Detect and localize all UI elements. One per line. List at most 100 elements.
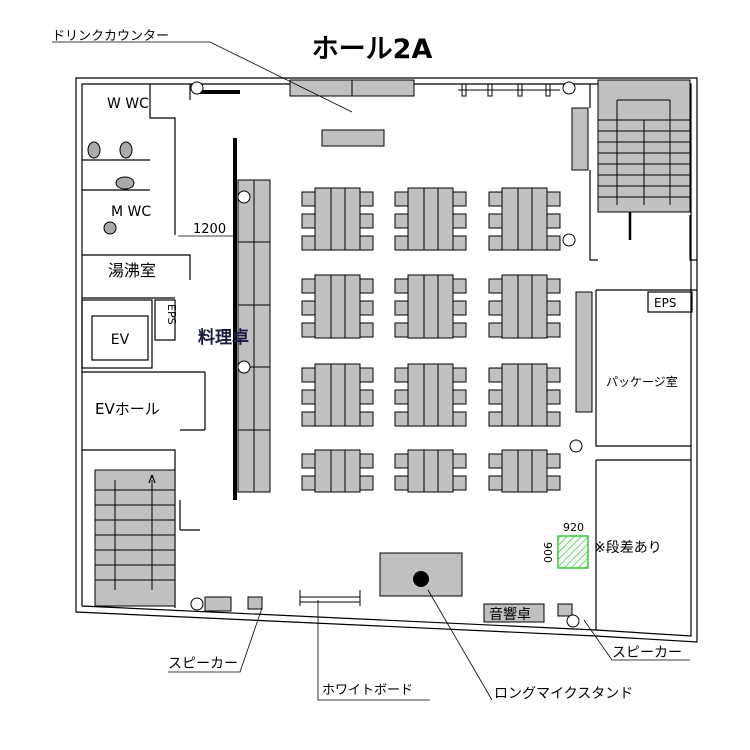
chair xyxy=(546,300,561,316)
chair xyxy=(301,191,316,207)
chair xyxy=(301,235,316,251)
chair xyxy=(359,278,374,294)
chair xyxy=(359,322,374,338)
chair xyxy=(359,475,374,491)
equipment-box xyxy=(204,596,232,612)
whiteboard xyxy=(299,590,361,606)
chair xyxy=(359,213,374,229)
chair xyxy=(359,235,374,251)
callout-leaders xyxy=(52,41,690,701)
chair xyxy=(301,389,316,405)
table xyxy=(407,363,454,427)
counter-top-1 xyxy=(289,79,353,97)
chair xyxy=(452,322,467,338)
chair xyxy=(546,453,561,469)
top-fixtures xyxy=(458,83,560,97)
step-area xyxy=(557,535,589,569)
chair xyxy=(452,235,467,251)
chair xyxy=(546,235,561,251)
door-width-label: 1200 xyxy=(193,222,226,237)
table xyxy=(501,274,548,339)
chair xyxy=(394,235,409,251)
chair xyxy=(394,389,409,405)
chair xyxy=(546,278,561,294)
chair xyxy=(394,191,409,207)
chair xyxy=(488,322,503,338)
chair xyxy=(452,453,467,469)
chair xyxy=(394,213,409,229)
chair xyxy=(359,191,374,207)
chair xyxy=(301,278,316,294)
step-width-label: 920 xyxy=(563,521,584,534)
chair xyxy=(301,300,316,316)
chair xyxy=(546,191,561,207)
table xyxy=(407,449,454,493)
page-title: ホール2A xyxy=(312,34,433,65)
room-label-eps-right: EPS xyxy=(654,296,676,310)
chair xyxy=(546,213,561,229)
cooking-table-label: 料理卓 xyxy=(198,327,249,348)
chair xyxy=(359,367,374,383)
room-label-package-room: パッケージ室 xyxy=(606,374,678,389)
table xyxy=(314,187,361,251)
chair xyxy=(488,213,503,229)
chair xyxy=(394,322,409,338)
chair xyxy=(301,411,316,427)
callout-whiteboard: ホワイトボード xyxy=(322,683,413,698)
table xyxy=(501,363,548,427)
room-label-eps-left: EPS xyxy=(165,304,178,325)
chair xyxy=(452,300,467,316)
chair xyxy=(301,475,316,491)
room-label-w-wc: W WC xyxy=(107,96,149,112)
room-label-ev: EV xyxy=(111,332,130,348)
chair xyxy=(359,300,374,316)
speaker-right xyxy=(557,603,573,617)
stairs-left xyxy=(94,469,176,607)
chair xyxy=(546,389,561,405)
right-rooms xyxy=(571,79,697,630)
chair xyxy=(452,475,467,491)
chair xyxy=(488,411,503,427)
chair xyxy=(488,389,503,405)
chair xyxy=(452,389,467,405)
callout-speaker-left: スピーカー xyxy=(168,656,238,672)
left-rooms xyxy=(81,84,206,608)
chair xyxy=(394,411,409,427)
step-note: ※段差あり xyxy=(594,540,662,556)
table xyxy=(314,274,361,339)
step-depth-label: 900 xyxy=(541,542,554,563)
toilet-icons xyxy=(87,141,135,235)
table xyxy=(314,363,361,427)
room-label-kitchenette: 湯沸室 xyxy=(108,261,156,280)
chair xyxy=(452,191,467,207)
callout-speaker-right: スピーカー xyxy=(612,645,682,661)
chair xyxy=(359,411,374,427)
speaker-left xyxy=(247,596,263,610)
drink-counter xyxy=(321,129,385,147)
chair xyxy=(452,367,467,383)
counter-top-2 xyxy=(351,79,415,97)
table-grid xyxy=(301,187,561,493)
chair xyxy=(546,322,561,338)
sound-desk xyxy=(483,603,545,623)
chair xyxy=(488,235,503,251)
chair xyxy=(488,367,503,383)
chair xyxy=(301,367,316,383)
chair xyxy=(301,213,316,229)
table xyxy=(407,274,454,339)
chair xyxy=(488,278,503,294)
table xyxy=(501,449,548,493)
chair xyxy=(359,389,374,405)
room-label-ev-hall: EVホール xyxy=(95,400,160,418)
callout-mic-stand: ロングマイクスタンド xyxy=(494,686,633,702)
chair xyxy=(452,278,467,294)
chair xyxy=(488,191,503,207)
table xyxy=(314,449,361,493)
chair xyxy=(394,367,409,383)
chair xyxy=(546,475,561,491)
chair xyxy=(452,213,467,229)
chair xyxy=(301,322,316,338)
chair xyxy=(359,453,374,469)
mic-stand-icon xyxy=(413,571,429,587)
